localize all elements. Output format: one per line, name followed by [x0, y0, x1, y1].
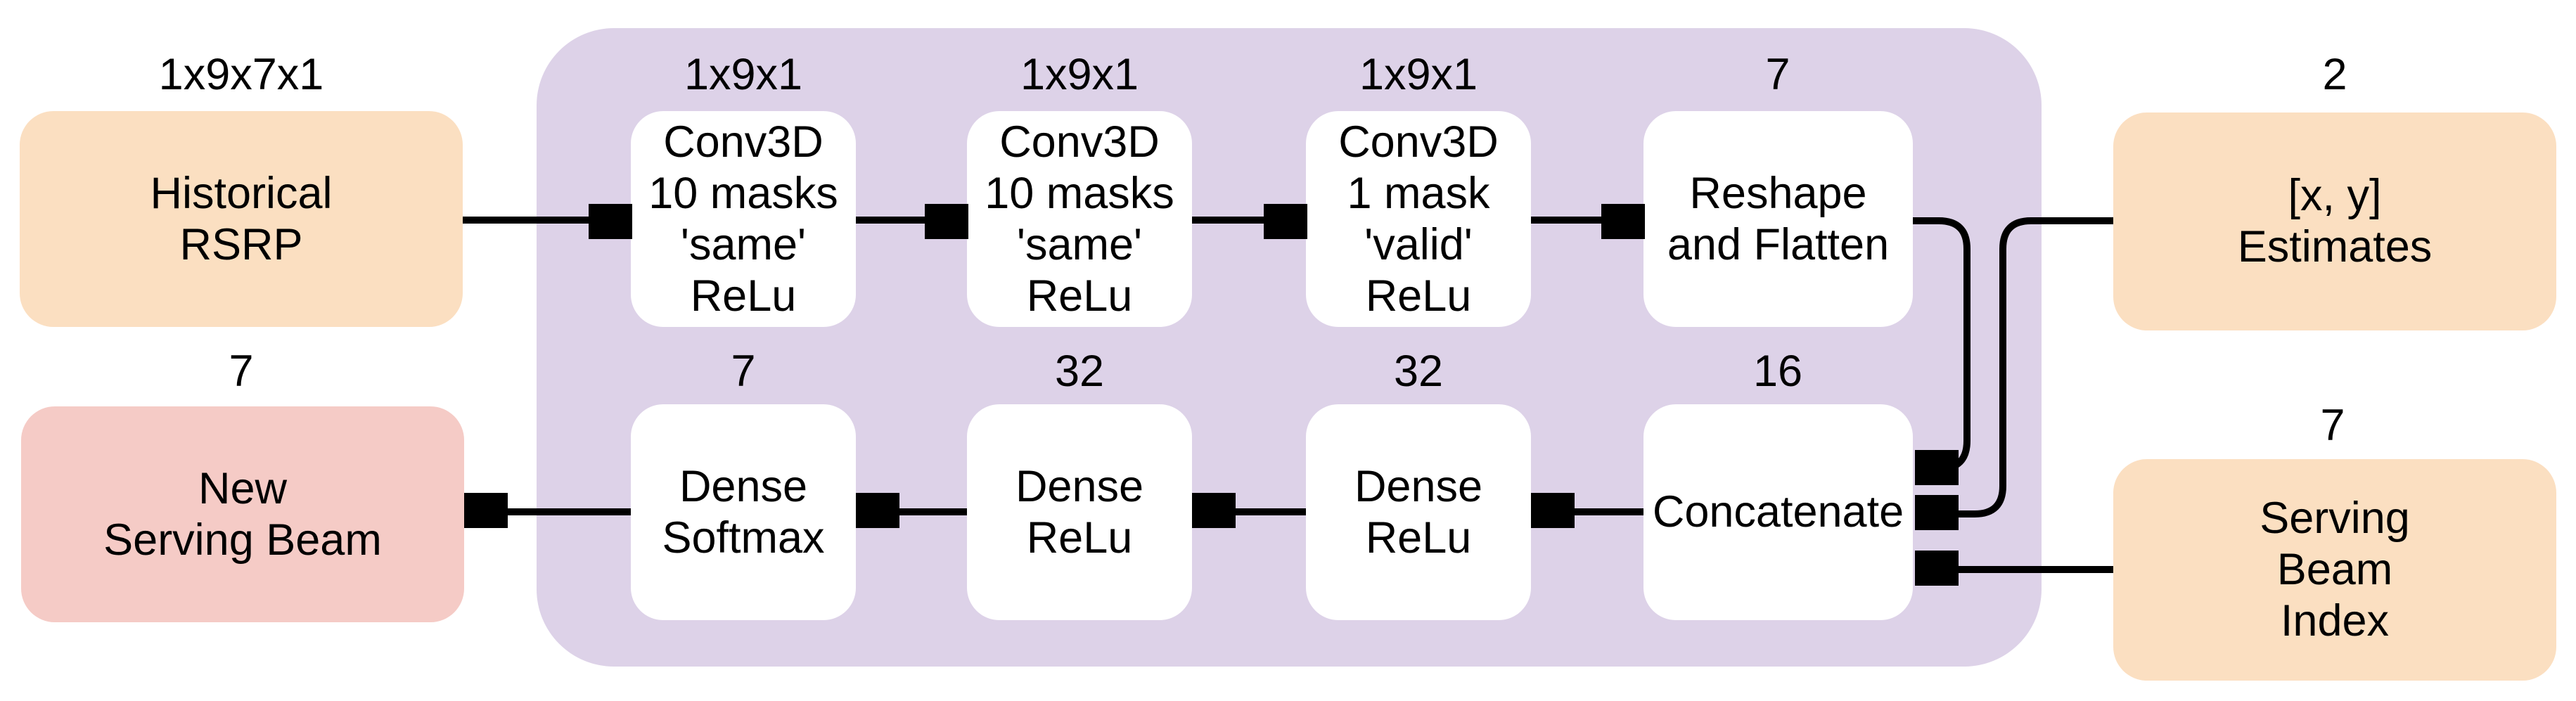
dim-label-historical-rsrp: 1x9x7x1 [158, 50, 324, 99]
node-conv1: Conv3D 10 masks 'same' ReLu [631, 111, 856, 327]
dim-label-concatenate: 16 [1752, 347, 1803, 396]
node-dense-relu-1: Dense ReLu [967, 404, 1192, 620]
node-reshape-label: Reshape and Flatten [1667, 168, 1890, 269]
node-xy-estimates-label: [x, y] Estimates [2237, 171, 2433, 271]
dim-label-dense-relu-1: 32 [1054, 347, 1105, 396]
node-dense-softmax-label: Dense Softmax [662, 461, 825, 562]
dim-label-dense-relu-2: 32 [1393, 347, 1444, 396]
dim-label-dense-softmax: 7 [731, 347, 756, 396]
node-dense-relu-1-label: Dense ReLu [1015, 461, 1144, 562]
node-dense-softmax: Dense Softmax [631, 404, 856, 620]
dim-label-serving-beam-index: 7 [2320, 401, 2345, 450]
node-conv1-label: Conv3D 10 masks 'same' ReLu [648, 117, 838, 321]
dim-label-new-serving-beam: 7 [229, 347, 254, 396]
node-serving-beam-index: Serving Beam Index [2113, 459, 2556, 681]
dim-label-xy-estimates: 2 [2322, 50, 2347, 99]
node-conv2: Conv3D 10 masks 'same' ReLu [967, 111, 1192, 327]
node-new-serving-beam-label: New Serving Beam [103, 463, 382, 565]
node-historical-rsrp: Historical RSRP [20, 111, 463, 327]
node-concatenate-label: Concatenate [1652, 487, 1904, 536]
dim-label-conv2: 1x9x1 [1020, 50, 1139, 99]
node-new-serving-beam: New Serving Beam [21, 406, 464, 622]
node-dense-relu-2: Dense ReLu [1306, 404, 1531, 620]
dim-label-conv3: 1x9x1 [1359, 50, 1478, 99]
node-historical-rsrp-label: Historical RSRP [150, 168, 333, 269]
node-conv3-label: Conv3D 1 mask 'valid' ReLu [1338, 117, 1499, 321]
node-serving-beam-index-label: Serving Beam Index [2260, 494, 2410, 645]
node-conv3: Conv3D 1 mask 'valid' ReLu [1306, 111, 1531, 327]
node-xy-estimates: [x, y] Estimates [2113, 112, 2556, 330]
dim-label-reshape: 7 [1765, 50, 1790, 99]
node-concatenate: Concatenate [1643, 404, 1913, 620]
node-dense-relu-2-label: Dense ReLu [1354, 461, 1483, 562]
node-reshape: Reshape and Flatten [1643, 111, 1913, 327]
node-conv2-label: Conv3D 10 masks 'same' ReLu [985, 117, 1174, 321]
dim-label-conv1: 1x9x1 [684, 50, 803, 99]
